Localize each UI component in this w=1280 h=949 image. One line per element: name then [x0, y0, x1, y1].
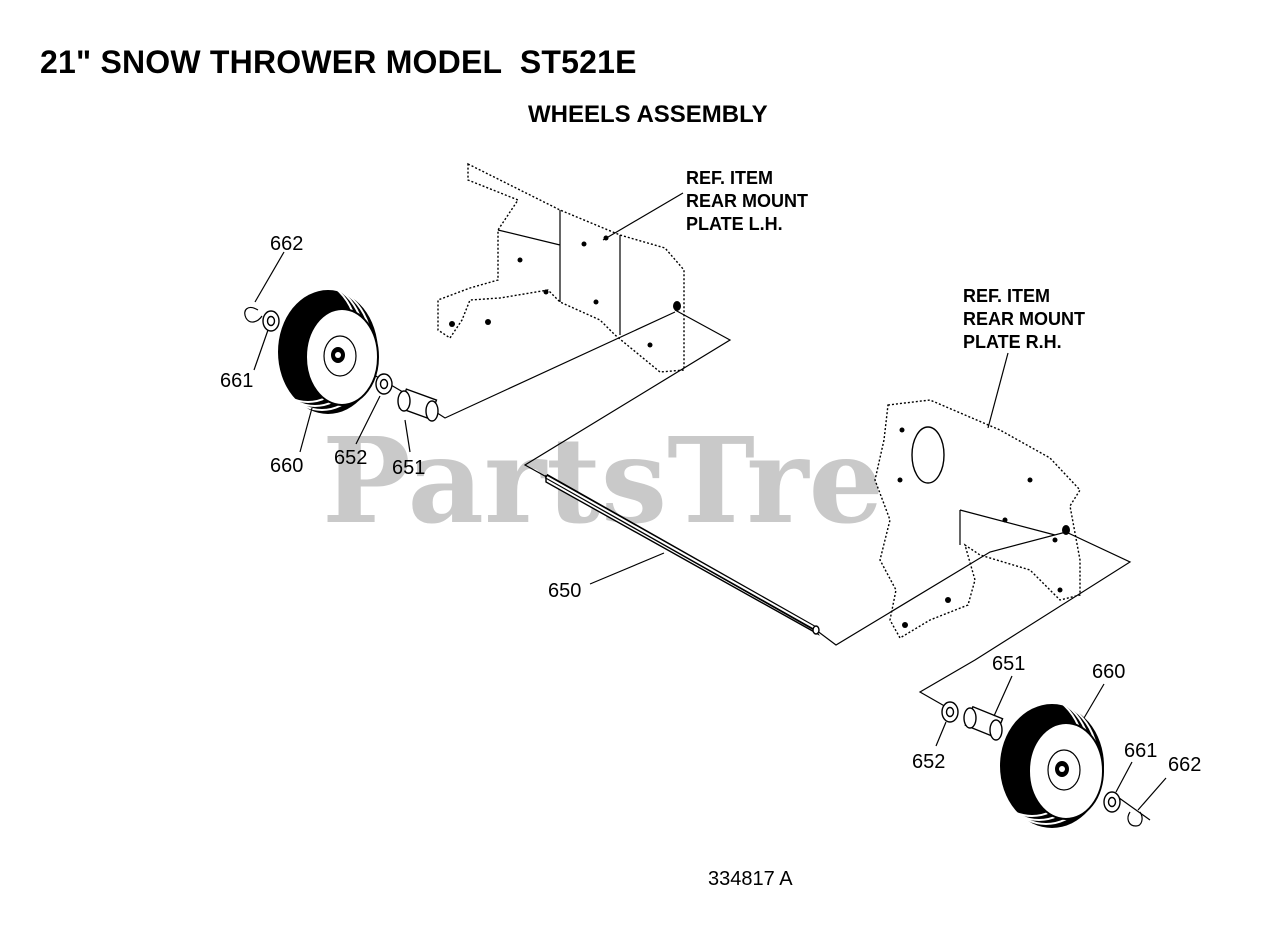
- callout-left-660: 660: [270, 455, 303, 477]
- callout-right-660: 660: [1092, 661, 1125, 683]
- rear-mount-plate-left: [437, 162, 685, 373]
- callout-right-661: 661: [1124, 740, 1157, 762]
- callout-left-651: 651: [392, 457, 425, 479]
- washer-661-right: [1103, 791, 1121, 813]
- leader-left-plate: [602, 192, 684, 241]
- spacer-651-right: [963, 705, 1004, 741]
- section-title: WHEELS ASSEMBLY: [528, 101, 768, 128]
- callout-right-652: 652: [912, 751, 945, 773]
- ref-left-plate-line1: REF. ITEM: [686, 168, 773, 188]
- callout-right-651: 651: [992, 653, 1025, 675]
- callout-left-662: 662: [270, 233, 303, 255]
- figure-number: 334817 A: [708, 868, 793, 890]
- axle-650: [544, 473, 820, 636]
- clip-662-right: [1127, 811, 1143, 827]
- callout-left-652: 652: [334, 447, 367, 469]
- callout-right-662: 662: [1168, 754, 1201, 776]
- page-title: 21" SNOW THROWER MODEL ST521E: [40, 44, 637, 80]
- leader-right-plate: [987, 352, 1009, 429]
- callout-left-661: 661: [220, 370, 253, 392]
- ref-right-plate-line3: PLATE R.H.: [963, 332, 1062, 352]
- ref-left-plate-line2: REAR MOUNT: [686, 191, 808, 211]
- clip-662-left: [244, 306, 263, 323]
- wheel-660-right: [979, 691, 1104, 828]
- rear-mount-plate-right: [874, 399, 1081, 639]
- wheel-660-left: [257, 277, 379, 414]
- washer-661-left: [262, 310, 280, 332]
- washer-652-left: [375, 373, 393, 395]
- callout-axle-650: 650: [548, 580, 581, 602]
- ref-right-plate-line1: REF. ITEM: [963, 286, 1050, 306]
- ref-left-plate-line3: PLATE L.H.: [686, 214, 783, 234]
- ref-right-plate-line2: REAR MOUNT: [963, 309, 1085, 329]
- spacer-651-left: [397, 388, 439, 422]
- washer-652-right: [941, 701, 959, 723]
